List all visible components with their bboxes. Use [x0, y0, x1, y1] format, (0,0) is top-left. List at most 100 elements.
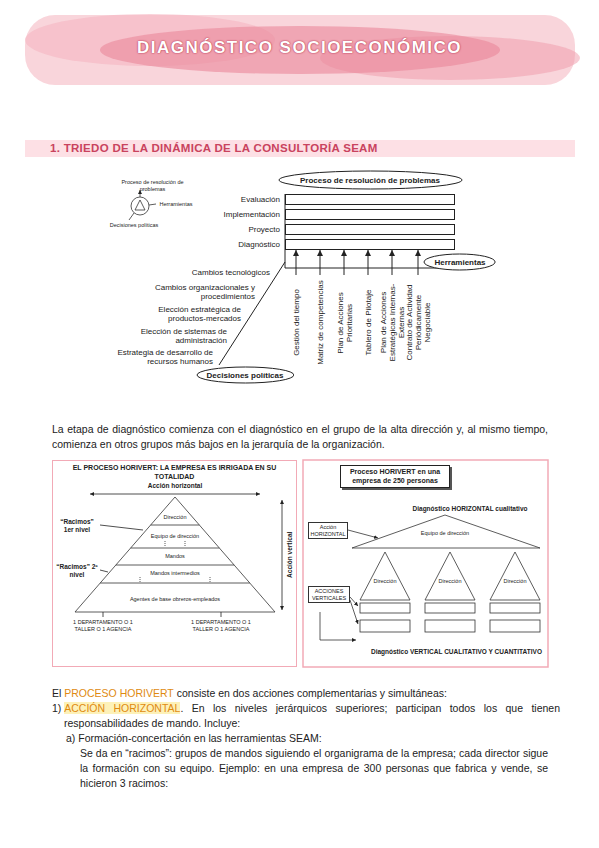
- inset-figure: [135, 200, 145, 210]
- tool-label: Contrato de Actividad Periódicamente Neg…: [405, 275, 432, 370]
- horivert-scheme: [350, 600, 358, 624]
- axis-label: Acción vertical: [286, 525, 294, 585]
- decision-label: Cambios tecnológicos: [160, 268, 270, 277]
- horivert-scheme: [320, 612, 321, 640]
- horivert-scheme: [360, 603, 410, 613]
- axis-label: Acción horizontal: [135, 482, 215, 490]
- ellipse-outline: [197, 367, 294, 383]
- unit-label: 1 DEPARTAMENTO O 1 TALLER O 1 AGENCIA: [190, 619, 252, 632]
- decision-ellipse: Decisiones políticas: [196, 366, 295, 384]
- page-title: DIAGNÓSTICO SOCIOECONÓMICO: [0, 38, 599, 58]
- level-label: Mandos: [135, 553, 215, 560]
- text-run: a): [66, 732, 75, 744]
- arrow-connector: [296, 250, 297, 275]
- horivert-scheme: [490, 620, 540, 632]
- inset-figure: [129, 190, 156, 220]
- horivert-scheme: [348, 530, 378, 538]
- paragraph: ElPROCESO HORIVERTconsiste en dos accion…: [52, 686, 548, 701]
- node-text: Herramientas: [434, 258, 485, 267]
- horivert-scheme: [320, 640, 356, 641]
- arrow-connector: [418, 250, 419, 275]
- decision-label: Elección estratégica de productos-mercad…: [131, 305, 241, 323]
- horivert-scheme: [490, 603, 540, 613]
- node-text: Tablero de Pilotaje: [364, 275, 373, 370]
- horivert-scheme: [352, 548, 540, 549]
- pyramid: [116, 565, 234, 566]
- text-run: 1): [52, 702, 61, 714]
- unit-label: 1 DEPARTAMENTO O 1 TALLER O 1 AGENCIA: [72, 619, 134, 632]
- stage-rect: [285, 209, 455, 220]
- node-text: Decisiones políticas: [207, 371, 284, 380]
- diagnosis-label: Diagnóstico VERTICAL CUALITATIVO Y CUANT…: [340, 648, 542, 656]
- inset-figure: [129, 213, 134, 220]
- text-run: Formación-concertación en las herramient…: [78, 732, 321, 744]
- node-text: Proceso de resolución de problemas: [300, 176, 440, 185]
- stage-rect: [285, 239, 455, 250]
- diagnosis-label: Diagnóstico HORIZONTAL cualitativo: [395, 505, 545, 513]
- stage-rect: [285, 224, 455, 235]
- arrow-connector: [320, 250, 321, 275]
- stage-rect: [285, 194, 455, 205]
- pyramid: [165, 541, 166, 547]
- ellipse-outline: [279, 171, 462, 189]
- node-text: Proceso HORIVERT en una empresa de 250 p…: [344, 468, 446, 485]
- pyramid: [75, 497, 275, 612]
- horivert-scheme: [490, 552, 540, 600]
- pyramid: [140, 577, 141, 582]
- paragraph: 1)ACCIÓN HORIZONTAL. En los niveles jerá…: [52, 701, 560, 731]
- stage-label: Evaluación: [200, 194, 280, 205]
- level-label: Mandos intermedios: [125, 570, 225, 577]
- action-arrow: [103, 612, 104, 617]
- paragraph: a)Formación-concertación en las herramie…: [66, 731, 548, 746]
- node-text: Gestión del tiempo: [292, 275, 301, 370]
- horivert-scheme: [320, 515, 540, 640]
- pyramid: [75, 497, 275, 612]
- pyramid: [151, 525, 200, 526]
- inset-figure: [131, 197, 149, 215]
- level-label: Dirección: [495, 578, 535, 585]
- pyramid: [131, 548, 220, 549]
- horivert-scheme: [425, 552, 475, 600]
- node-text: Contrato de Actividad Periódicamente Neg…: [405, 275, 432, 370]
- level-label: Dirección: [365, 578, 405, 585]
- stage-label: Implementación: [200, 209, 280, 220]
- stage-bar: Diagnóstico: [200, 239, 455, 250]
- arrow-connector: [392, 250, 393, 275]
- action-arrow: [90, 494, 260, 495]
- section-band: 1. TRIEDO DE LA DINÁMICA DE LA CONSULTOR…: [25, 140, 575, 157]
- action-box: Acción HORIZONTAL: [308, 522, 348, 539]
- node-text: EL PROCESO HORIVERT: LA EMPRESA ES IRRIG…: [53, 461, 296, 481]
- stage-label: Diagnóstico: [200, 239, 280, 250]
- node-text: 1. TRIEDO DE LA DINÁMICA DE LA CONSULTOR…: [25, 140, 575, 154]
- tools-ellipse: Herramientas: [423, 253, 496, 271]
- arrow-connector: [344, 250, 345, 275]
- body-text: Se da en “racimos”: grupos de mandos sig…: [80, 746, 548, 791]
- level-label: Dirección: [145, 514, 205, 521]
- tool-label: Plan de Acciones Prioritarias: [335, 275, 353, 370]
- node-text: Matriz de competencias: [316, 275, 325, 370]
- action-box: ACCIONES VERTICALES: [308, 586, 350, 603]
- tool-label: Matriz de competencias: [316, 275, 325, 370]
- figure-frame: [303, 460, 548, 667]
- figure-frame: [303, 460, 548, 667]
- level-label: Agentes de base obreros-empleados: [105, 596, 245, 603]
- group-label: “Racimos” 1er nivel: [56, 518, 98, 533]
- inset-label: Proceso de resolución de problemas: [110, 179, 195, 192]
- text-run: consiste en dos acciones complementarias…: [177, 687, 447, 699]
- action-arrow: [90, 494, 282, 617]
- horivert-scheme: [425, 603, 475, 613]
- horivert-scheme: [425, 620, 475, 632]
- stage-bar: Proyecto: [200, 224, 455, 235]
- ellipse-outline: [424, 254, 495, 270]
- action-arrow: [100, 525, 143, 530]
- tool-label: Gestión del tiempo: [292, 275, 301, 370]
- horivert-scheme: [352, 515, 540, 548]
- tool-label: Tablero de Pilotaje: [364, 275, 373, 370]
- node-text: Plan de Acciones Estratégicas Internas-E…: [379, 275, 406, 370]
- text-run: PROCESO HORIVERT: [64, 687, 174, 699]
- pyramid: [185, 541, 186, 547]
- inset-label: Decisiones políticas: [104, 222, 164, 229]
- node-text: Plan de Acciones Prioritarias: [335, 275, 353, 370]
- horivert-scheme: [360, 620, 410, 632]
- stage-bar: Implementación: [200, 209, 455, 220]
